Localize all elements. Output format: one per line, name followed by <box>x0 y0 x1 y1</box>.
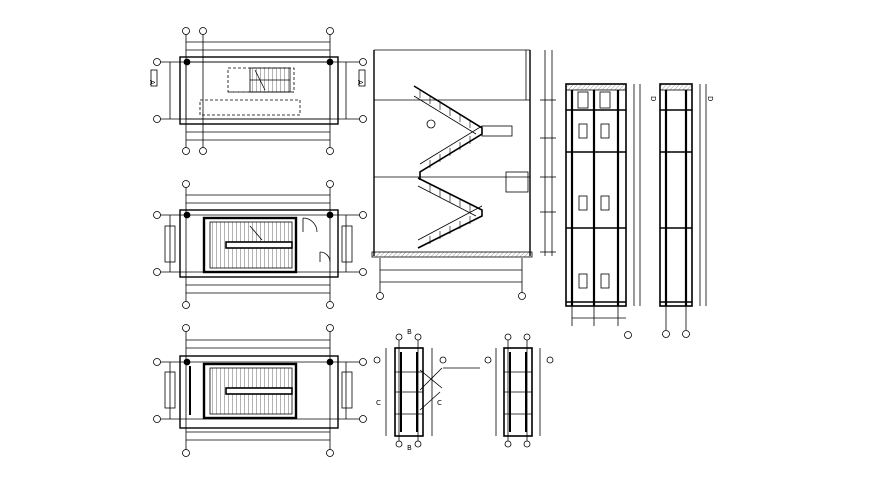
section-label-b-bottom: B <box>407 444 412 452</box>
section-label-a-right: A <box>356 80 364 85</box>
section-label-d-right: D <box>706 96 714 101</box>
facade-side: D D <box>649 83 714 338</box>
plan-top: A A <box>148 27 367 155</box>
section-label-c-left: C <box>376 399 381 407</box>
plan-bottom <box>153 324 367 457</box>
section-label-c-right: C <box>437 399 442 407</box>
section-label-d-left: D <box>649 96 657 101</box>
detail-plan-right <box>484 333 554 448</box>
detail-plan-left: B B C C <box>373 328 480 452</box>
plan-middle <box>153 180 367 309</box>
stair-section <box>371 49 556 300</box>
section-label-a-left: A <box>148 80 156 85</box>
facade-front <box>565 83 641 339</box>
section-label-b-top: B <box>407 328 412 336</box>
